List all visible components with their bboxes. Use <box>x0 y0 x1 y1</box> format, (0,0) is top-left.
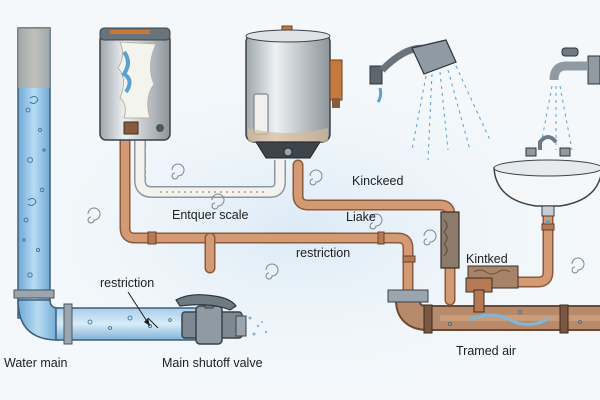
enturer-scale-label: Entquer scale <box>172 208 249 222</box>
water-heater-corroded-icon <box>99 27 171 141</box>
restriction-arrow <box>147 317 159 329</box>
faucet-icon <box>539 47 600 151</box>
lower-drain-pipe <box>387 277 600 334</box>
restriction-mid-label: restriction <box>296 246 351 260</box>
copper-pipe-network <box>119 134 554 306</box>
water-heater-tank-icon <box>245 25 343 159</box>
tramed-air-label: Tramed air <box>456 344 516 358</box>
kinckeed-label: Kinckeed <box>352 174 404 188</box>
restriction-left-label: restriction <box>100 276 155 290</box>
shower-head-icon <box>369 39 491 161</box>
drip-dots <box>248 316 268 336</box>
liake-label: Liake <box>346 210 376 224</box>
air-swirls <box>87 163 585 280</box>
kintked-label: Kintked <box>466 252 508 266</box>
main-horizontal-pipe <box>55 303 197 345</box>
scale-pipe <box>134 140 286 198</box>
shutoff-valve-icon <box>175 294 247 345</box>
main-shutoff-valve-label: Main shutoff valve <box>162 356 263 370</box>
water-main-label: Water main <box>4 356 68 370</box>
sink-icon <box>493 135 600 224</box>
